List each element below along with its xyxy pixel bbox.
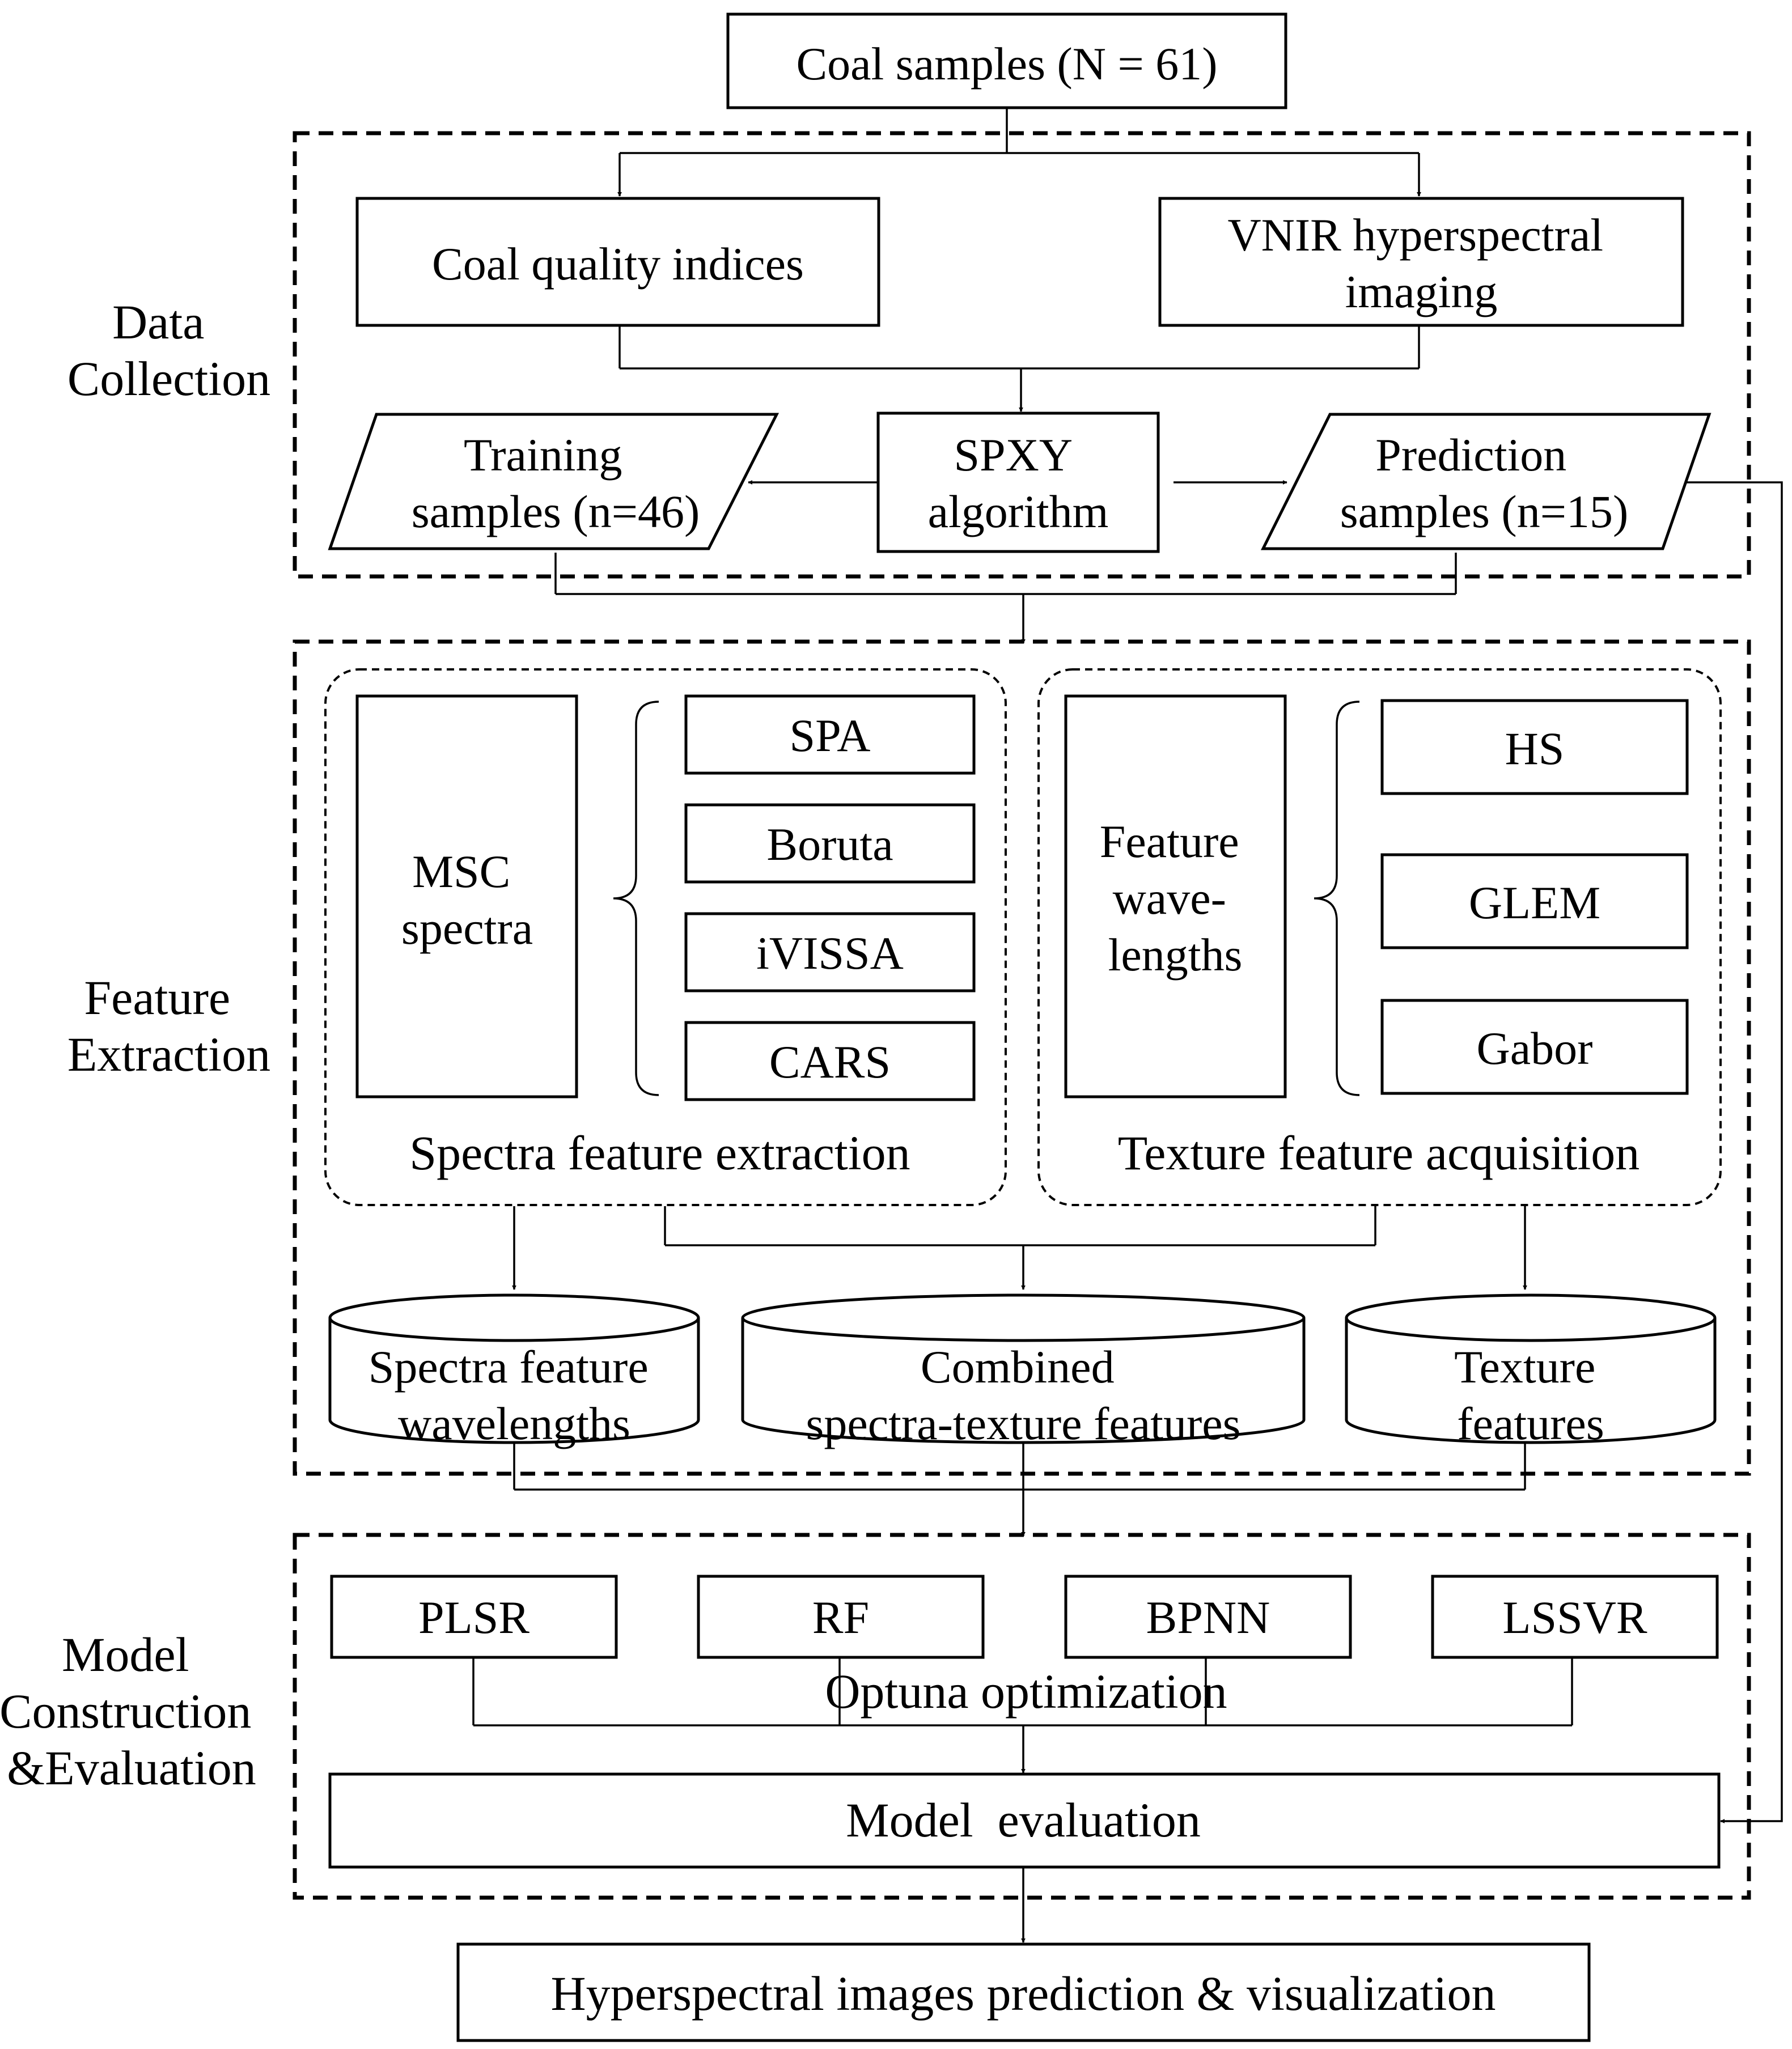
coal-samples-box: Coal samples (N = 61) [726, 12, 1287, 109]
rf-box: RF [697, 1575, 985, 1659]
data-collection-section [293, 131, 1751, 579]
spxy-label: SPXY algorithm [928, 429, 1109, 537]
hs-label: HS [1505, 723, 1565, 774]
glem-box: GLEM [1380, 853, 1689, 949]
lssvr-box: LSSVR [1431, 1575, 1719, 1659]
bpnn-box: BPNN [1064, 1575, 1352, 1659]
boruta-box: Boruta [684, 803, 976, 884]
optuna-optimization-label: Optuna optimization [825, 1664, 1227, 1719]
texture-features-cylinder: Texture features [1345, 1293, 1717, 1449]
spa-box: SPA [684, 694, 976, 775]
cars-label: CARS [769, 1036, 891, 1088]
spectra-group-title: Spectra feature extraction [409, 1126, 910, 1180]
coal-samples-label: Coal samples (N = 61) [796, 38, 1217, 90]
bpnn-label: BPNN [1146, 1592, 1270, 1643]
ivissa-box: iVISSA [684, 912, 976, 992]
msc-spectra-box: MSC spectra [355, 694, 578, 1098]
texture-brace [1314, 701, 1360, 1096]
final-box: Hyperspectral images prediction & visual… [456, 1942, 1591, 2042]
section-label-data-collection: Data Collection [67, 295, 270, 406]
combined-features-label: Combined spectra-texture features [806, 1341, 1240, 1449]
final-label: Hyperspectral images prediction & visual… [551, 1966, 1496, 2021]
section-label-feature-extraction: Feature Extraction [67, 970, 270, 1081]
prediction-samples-label: Prediction samples (n=15) [1340, 429, 1629, 537]
ivissa-label: iVISSA [756, 927, 904, 979]
combined-features-cylinder: Combined spectra-texture features [741, 1293, 1306, 1449]
glem-label: GLEM [1469, 877, 1600, 928]
plsr-label: PLSR [418, 1592, 529, 1643]
connectors [472, 108, 1783, 1943]
msc-spectra-label: MSC spectra [401, 846, 533, 954]
training-samples-label: Training samples (n=46) [412, 429, 700, 537]
texture-group-title: Texture feature acquisition [1118, 1126, 1640, 1180]
spa-label: SPA [790, 710, 871, 761]
feature-wavelengths-box: Feature wave- lengths [1064, 694, 1287, 1098]
spectra-feature-wavelengths-cylinder: Spectra feature wavelengths [328, 1293, 700, 1449]
spectra-brace [613, 701, 659, 1096]
hs-box: HS [1380, 699, 1689, 795]
model-evaluation-box: Model evaluation [328, 1772, 1721, 1869]
texture-group-frame [1037, 668, 1722, 1206]
spectra-feature-wavelengths-label: Spectra feature wavelengths [368, 1341, 660, 1449]
cars-box: CARS [684, 1021, 976, 1101]
gabor-box: Gabor [1380, 999, 1689, 1095]
spxy-box: SPXY algorithm [876, 412, 1160, 553]
training-samples-box: Training samples (n=46) [328, 413, 780, 550]
plsr-box: PLSR [330, 1575, 618, 1659]
section-label-model: Model Construction &Evaluation [0, 1627, 264, 1795]
gabor-label: Gabor [1477, 1023, 1593, 1074]
prediction-samples-box: Prediction samples (n=15) [1260, 413, 1711, 550]
rf-label: RF [812, 1592, 869, 1643]
lssvr-label: LSSVR [1502, 1592, 1647, 1643]
model-evaluation-label: Model evaluation [846, 1793, 1201, 1847]
boruta-label: Boruta [766, 818, 893, 870]
feature-wavelengths-label: Feature wave- lengths [1100, 816, 1251, 981]
vnir-label: VNIR hyperspectral imaging [1227, 209, 1615, 317]
coal-quality-box: Coal quality indices [355, 197, 880, 327]
vnir-box: VNIR hyperspectral imaging [1158, 197, 1684, 327]
texture-features-label: Texture features [1454, 1341, 1607, 1449]
coal-quality-label: Coal quality indices [432, 238, 804, 290]
spectra-group-frame [324, 668, 1007, 1206]
